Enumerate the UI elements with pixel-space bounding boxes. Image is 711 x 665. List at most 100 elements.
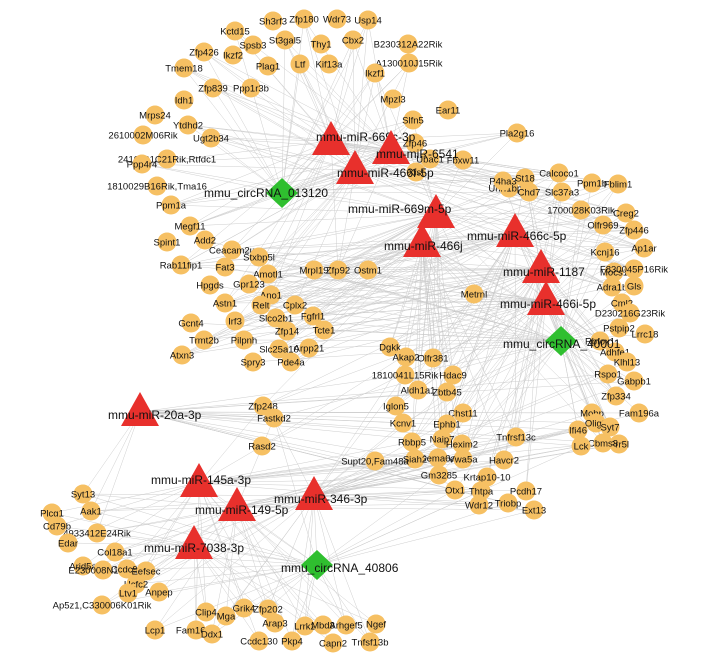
gene-node: Supt20,Fam48a — [341, 451, 410, 471]
hub-label: mmu_circRNA_40001 — [503, 337, 621, 351]
gene-label: Naip7 — [430, 434, 455, 445]
edge-m1187-54 — [540, 247, 645, 270]
gene-circle — [299, 338, 319, 358]
gene-circle — [243, 35, 263, 55]
gene-label: Mocs1 — [600, 267, 628, 278]
edge-m6541-4 — [367, 19, 392, 151]
edge-m149-141 — [114, 506, 238, 553]
mirna-node: mmu-miR-466f-5p — [336, 150, 434, 184]
gene-circle — [203, 78, 223, 98]
gene-circle — [253, 396, 273, 416]
edge-m466i-116 — [437, 300, 547, 459]
mirna-node: mmu-miR-145a-3p — [151, 463, 251, 497]
edge-m346-117 — [313, 458, 416, 497]
gene-node: Spint1 — [154, 232, 180, 252]
edge-m466c-110 — [411, 232, 516, 443]
edge-m149-137 — [90, 506, 238, 512]
gene-label: Krtap10-10 — [463, 472, 510, 483]
edge-c40806-147 — [158, 564, 318, 593]
gene-node: Cplx2 — [283, 295, 307, 315]
edge-m145a-114 — [198, 426, 611, 484]
gene-circle — [266, 308, 286, 328]
hub-label: mmu-miR-346-3p — [274, 492, 368, 506]
gene-node: B230312A22Rik — [374, 34, 443, 54]
edge-c40806-125 — [273, 417, 318, 566]
gene-node: Rbfox1 — [585, 331, 615, 351]
mirna-node: mmu-miR-466c-5p — [467, 213, 567, 247]
gene-label: Sema6a — [420, 453, 456, 464]
gene-circle — [336, 615, 356, 635]
gene-node: 1810041L15Rik — [372, 365, 439, 385]
gene-node: Clip4 — [195, 602, 217, 622]
edge-c40001-m466c — [514, 232, 562, 342]
gene-node: Ppp1r3b — [233, 78, 269, 98]
gene-circle — [399, 53, 419, 73]
edge-m466f-68 — [270, 169, 356, 296]
hub-label: mmu-miR-466c-5p — [467, 229, 567, 243]
gene-node: Pde4a — [277, 352, 305, 372]
edge-m346-107 — [313, 412, 593, 497]
edge-m346-145 — [135, 495, 315, 585]
gene-label: Adhfe1 — [600, 347, 630, 358]
edge-m1187-46 — [540, 183, 619, 270]
gene-node: Olfr381 — [417, 348, 449, 368]
edge-m466i-70 — [224, 300, 547, 304]
gene-label: Siah2 — [403, 454, 427, 465]
gene-node: Relt — [251, 295, 271, 315]
edge-m669m-42 — [435, 172, 560, 215]
gene-label: Edar — [58, 538, 78, 549]
gene-label: Fat3 — [215, 262, 234, 273]
gene-node: Astn1 — [213, 293, 237, 313]
edge-m466i-78 — [473, 293, 547, 302]
edge-m466c-98 — [452, 232, 516, 376]
gene-circle — [498, 493, 518, 513]
circrna-diamond — [266, 178, 298, 208]
edge-m669c-6 — [284, 39, 332, 142]
gene-circle — [437, 382, 457, 402]
gene-node: Kcnv1 — [390, 413, 416, 433]
edge-m466f-30 — [354, 159, 464, 171]
gene-label: Zfp202 — [253, 604, 283, 615]
edge-m6541-10 — [203, 51, 392, 151]
edge-m145a-154 — [198, 482, 276, 624]
edge-c40001-81 — [323, 329, 562, 342]
gene-circle — [507, 123, 527, 143]
edge-c013120-26 — [210, 137, 283, 194]
edge-m20a-137 — [90, 411, 141, 512]
edge-c40001-49 — [560, 224, 604, 342]
edge-m346-127 — [313, 489, 456, 497]
edge-m346-139 — [96, 495, 315, 534]
gene-label: Fbxw11 — [447, 155, 480, 166]
edge-c40001-65 — [367, 269, 562, 342]
edge-m346-93 — [313, 356, 407, 497]
gene-circle — [343, 30, 363, 50]
gene-label: Ap5z1,C330006K01Rik — [53, 600, 152, 611]
gene-circle — [552, 182, 572, 202]
gene-circle — [58, 533, 78, 553]
gene-node: Gm3285 — [421, 465, 457, 485]
gene-circle — [195, 230, 215, 250]
mirna-triangle — [121, 392, 159, 426]
gene-circle — [265, 613, 285, 633]
gene-circle — [73, 556, 93, 576]
edge-m466i-110 — [411, 300, 547, 443]
edge-m145a-138 — [56, 482, 200, 527]
gene-circle — [234, 330, 254, 350]
edge-m466j-58 — [267, 242, 423, 275]
gene-node: Fastkd2 — [257, 408, 291, 428]
gene-node: Ikzf2 — [223, 45, 243, 65]
gene-circle — [549, 163, 569, 183]
gene-circle — [624, 276, 644, 296]
gene-label: 1700028K03Rik — [547, 205, 615, 216]
gene-node: Ear11 — [436, 100, 460, 120]
hub-label: mmu-miR-466i-5p — [500, 297, 596, 311]
gene-circle — [202, 624, 222, 644]
gene-circle — [174, 90, 194, 110]
gene-label: Spry3 — [241, 357, 266, 368]
gene-circle — [117, 559, 137, 579]
edge-c40001-47 — [560, 209, 582, 342]
gene-label: Zfp92 — [326, 265, 350, 276]
gene-node: Spry3 — [241, 352, 266, 372]
mirna-node: mmu-miR-466i-5p — [500, 281, 596, 315]
gene-circle — [249, 631, 269, 651]
